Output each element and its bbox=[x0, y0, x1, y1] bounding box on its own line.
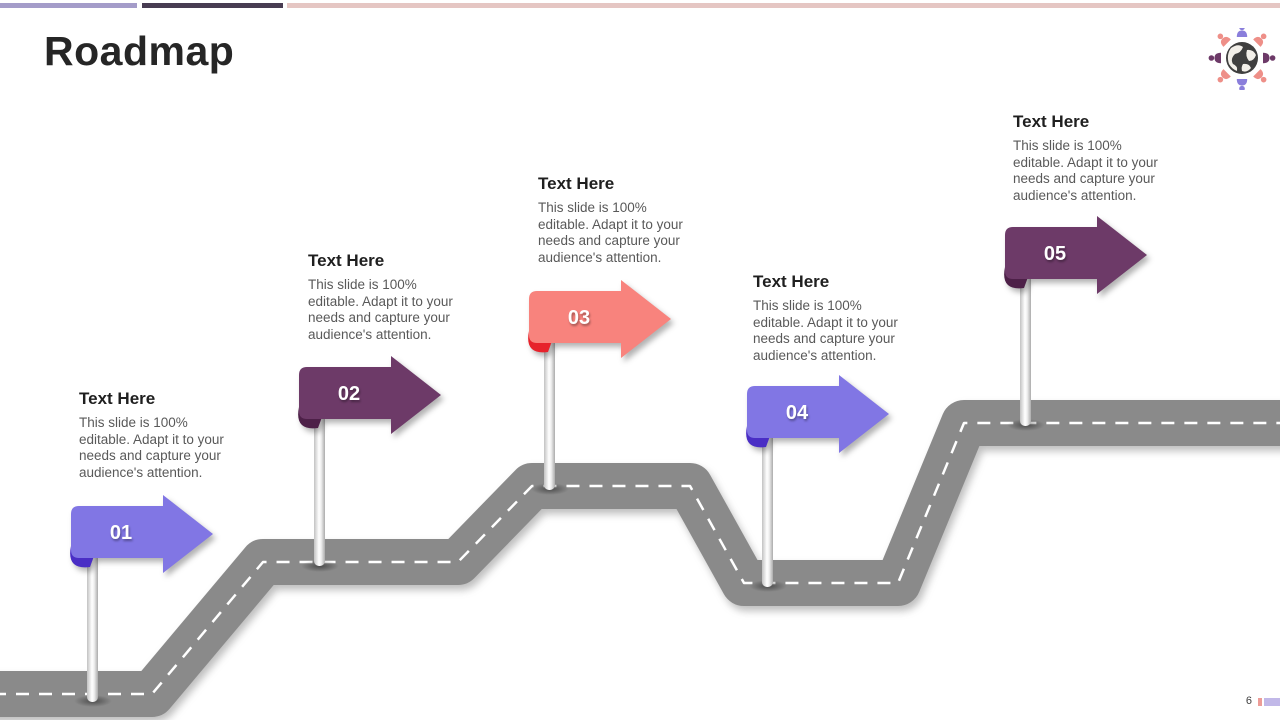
milestone-number: 05 bbox=[1044, 243, 1066, 265]
milestone-sign-03: 03 bbox=[528, 280, 671, 358]
milestone-body: This slide is 100% editable. Adapt it to… bbox=[1013, 138, 1198, 204]
road-surface bbox=[0, 400, 1280, 717]
body-line: This slide is 100% bbox=[1013, 138, 1122, 153]
logo-people bbox=[1208, 28, 1276, 90]
milestone-heading: Text Here bbox=[538, 174, 615, 193]
body-line: editable. Adapt it to your bbox=[79, 431, 224, 447]
sign-arrow-plate bbox=[747, 375, 889, 453]
signpost-pole-04 bbox=[762, 432, 773, 587]
body-line: editable. Adapt it to your bbox=[1013, 154, 1158, 170]
milestone-text-03: Text Here This slide is 100% editable. A… bbox=[538, 174, 723, 266]
milestone-sign-05: 05 bbox=[1004, 216, 1147, 294]
body-line: This slide is 100% bbox=[753, 298, 862, 313]
sign-arrow-plate bbox=[529, 280, 671, 358]
body-line: audience's attention. bbox=[308, 326, 432, 342]
body-line: editable. Adapt it to your bbox=[308, 293, 453, 309]
footer-periwinkle-mark bbox=[1264, 698, 1280, 706]
milestone-number: 03 bbox=[568, 307, 590, 329]
body-line: needs and capture your bbox=[79, 448, 221, 463]
milestone-body: This slide is 100% editable. Adapt it to… bbox=[79, 415, 264, 481]
body-line: audience's attention. bbox=[538, 249, 662, 265]
signpost-pole-01 bbox=[87, 552, 98, 702]
signpost-pole-02 bbox=[314, 412, 325, 566]
milestone-text-04: Text Here This slide is 100% editable. A… bbox=[753, 272, 938, 364]
body-line: This slide is 100% bbox=[308, 277, 417, 292]
accent-bar-segment-3 bbox=[287, 3, 1280, 8]
accent-bar-segment-2 bbox=[142, 3, 283, 8]
milestone-number: 02 bbox=[338, 383, 360, 405]
body-line: audience's attention. bbox=[79, 464, 203, 480]
milestone-heading: Text Here bbox=[1013, 112, 1090, 131]
accent-bar-segment-1 bbox=[0, 3, 137, 8]
sign-arrow-plate bbox=[71, 495, 213, 573]
milestone-heading: Text Here bbox=[308, 251, 385, 270]
milestone-number: 04 bbox=[786, 402, 809, 424]
signpost-pole-03 bbox=[544, 337, 555, 490]
body-line: audience's attention. bbox=[753, 347, 877, 363]
body-line: needs and capture your bbox=[538, 233, 680, 248]
milestone-body: This slide is 100% editable. Adapt it to… bbox=[538, 200, 723, 266]
milestone-sign-04: 04 bbox=[746, 375, 889, 453]
milestone-sign-02: 02 bbox=[298, 356, 441, 434]
body-line: needs and capture your bbox=[308, 310, 450, 325]
milestone-heading: Text Here bbox=[79, 389, 156, 408]
pole-shadow bbox=[301, 560, 339, 572]
signpost-pole-05 bbox=[1020, 272, 1031, 426]
body-line: editable. Adapt it to your bbox=[538, 216, 683, 232]
body-line: This slide is 100% bbox=[538, 200, 647, 215]
milestone-text-01: Text Here This slide is 100% editable. A… bbox=[79, 389, 264, 481]
milestone-heading: Text Here bbox=[753, 272, 830, 291]
milestone-text-05: Text Here This slide is 100% editable. A… bbox=[1013, 112, 1198, 204]
milestone-body: This slide is 100% editable. Adapt it to… bbox=[753, 298, 938, 364]
sign-arrow-plate bbox=[1005, 216, 1147, 294]
milestone-sign-01: 01 bbox=[70, 495, 213, 573]
body-line: audience's attention. bbox=[1013, 187, 1137, 203]
page-title: Roadmap bbox=[44, 28, 235, 74]
body-line: needs and capture your bbox=[1013, 171, 1155, 186]
footer-salmon-mark bbox=[1258, 698, 1262, 706]
globe-people-icon bbox=[1208, 28, 1276, 90]
logo-globe bbox=[1226, 42, 1258, 74]
milestone-number: 01 bbox=[110, 522, 132, 544]
page-number: 6 bbox=[1245, 695, 1252, 707]
sign-arrow-plate bbox=[299, 356, 441, 434]
milestone-text-02: Text Here This slide is 100% editable. A… bbox=[308, 251, 493, 343]
body-line: editable. Adapt it to your bbox=[753, 314, 898, 330]
body-line: This slide is 100% bbox=[79, 415, 188, 430]
milestone-body: This slide is 100% editable. Adapt it to… bbox=[308, 277, 493, 343]
body-line: needs and capture your bbox=[753, 331, 895, 346]
